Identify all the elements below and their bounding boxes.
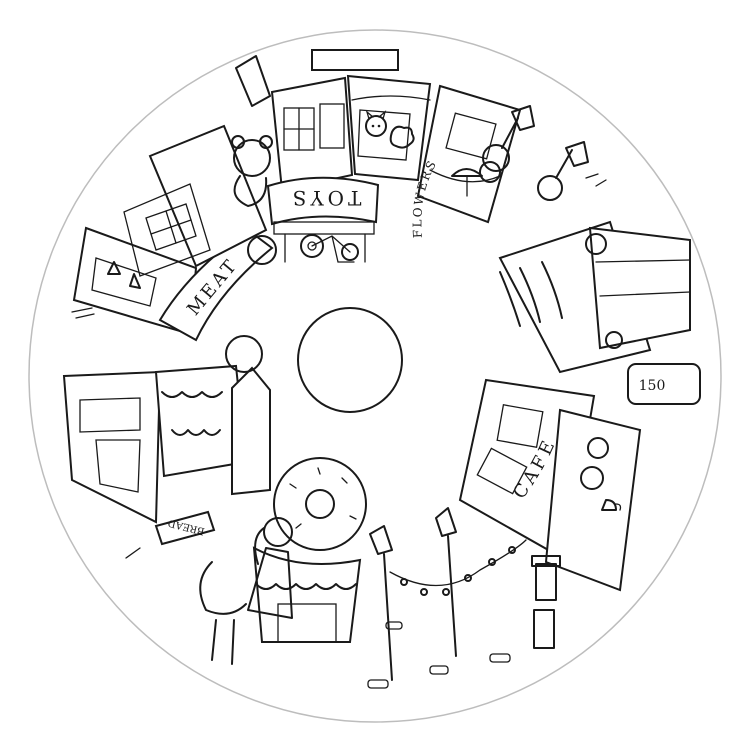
string-lights xyxy=(389,539,527,596)
price-sign: 150 xyxy=(627,363,701,405)
sheep-icon xyxy=(389,125,415,149)
market-stall xyxy=(498,220,691,374)
bread-sign: BREAD xyxy=(154,510,216,546)
chimney xyxy=(235,55,271,107)
center-hole xyxy=(297,307,403,413)
cat-icon xyxy=(365,110,387,137)
pet-shop xyxy=(346,74,432,182)
umbrella-icon xyxy=(451,168,483,197)
cafe xyxy=(458,378,642,592)
donut-icon xyxy=(273,457,367,551)
teddy-bear-icon xyxy=(231,135,273,207)
bicycle-icon xyxy=(300,234,359,263)
sausage-icon xyxy=(225,235,277,373)
candy-shop xyxy=(123,124,268,277)
leaf-doodles xyxy=(71,173,607,559)
cobblestones xyxy=(367,621,511,689)
girl-figure xyxy=(199,517,293,665)
coffee-cup-icon xyxy=(580,437,622,511)
flower-shop xyxy=(416,84,522,224)
top-tab xyxy=(311,49,399,71)
street-lamp-icon xyxy=(369,507,457,681)
toys-sign: TOYS xyxy=(289,186,362,210)
fire-hydrant-icon xyxy=(531,555,561,649)
lamp-icon xyxy=(511,105,589,167)
toy-shop: TOYS xyxy=(266,76,380,263)
bakery xyxy=(62,364,271,524)
guitar-icon xyxy=(479,117,573,201)
price-value: 150 xyxy=(639,378,666,394)
awning-shop xyxy=(252,546,362,643)
